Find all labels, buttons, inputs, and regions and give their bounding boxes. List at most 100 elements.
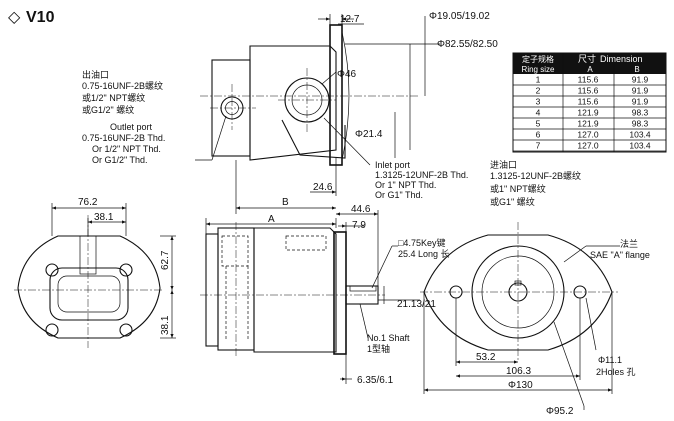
inlet-label: Inlet port 1.3125-12UNF-2B Thd. Or 1" NP… [323,117,581,207]
table-head-en: Ring size [522,65,555,74]
table-col-a: A [587,65,593,74]
front-bolt-tl [45,263,59,277]
table-head-cn: 定子规格 [522,54,554,64]
title-model: V10 [26,9,55,26]
table-cell-b: 103.4 [629,141,651,151]
top-view-dims: 12.7 Φ19.05/19.02 Φ82.55/82.50 Φ46 Φ21.4… [235,11,498,214]
top-view-flange-edge [341,31,350,161]
table-cell-b: 98.3 [632,108,649,118]
dim-phi-130: Φ130 [508,380,533,391]
outlet-cn-2: 或1/2" NPT螺纹 [82,92,145,103]
table-cell-b: 98.3 [632,119,649,129]
table-cell-ring: 2 [536,86,541,96]
side-view-end-cover [205,233,219,347]
front-bolt-bl [45,323,59,337]
table-cell-a: 115.6 [578,75,599,85]
side-view-key [349,285,377,292]
dim-phi-95: Φ95.2 [546,406,574,417]
table-cell-b: 91.9 [632,86,649,96]
dim-44-6: 44.6 [351,204,371,215]
table-cell-ring: 6 [536,130,541,140]
table-head-dim-en: Dimension [600,54,643,64]
table-cell-a: 121.9 [577,108,599,118]
dim-phi-46: Φ46 [337,69,357,80]
side-view [200,222,385,356]
table-head-dim-cn: 尺寸 [578,53,596,64]
table-cell-ring: 7 [536,141,541,151]
dim-7-9: 7.9 [352,220,366,231]
table-cell-b: 103.4 [629,130,651,140]
outlet-label: 出油口 0.75-16UNF-2B螺纹 或1/2" NPT螺纹 或G1/2" 螺… [82,69,227,165]
table-cell-ring: 5 [536,119,541,129]
dim-phi-82: Φ82.55/82.50 [437,39,498,50]
dim-phi-19: Φ19.05/19.02 [429,11,490,22]
outlet-cn: 出油口 [82,69,109,80]
key-label-1: □4.75Key键 [398,237,445,248]
outlet-cn-3: 或G1/2" 螺纹 [82,104,134,115]
inlet-cn-2: 或1" NPT螺纹 [490,183,546,194]
table-cell-ring: 1 [536,75,541,85]
inlet-cn-1: 1.3125-12UNF-2B螺纹 [490,170,581,181]
front-view-body [17,235,161,339]
table-cell-ring: 3 [536,97,541,107]
front-bolt-tr [119,263,133,277]
dim-6-35: 6.35/6.1 [357,375,394,386]
table-cell-ring: 4 [536,108,541,118]
title: ◇ V10 [8,9,55,26]
dim-53-2: 53.2 [476,352,496,363]
table-cell-a: 115.6 [578,97,599,107]
dim-12-7: 12.7 [340,14,360,25]
flange-view-dims: 法兰 SAE "A" flange 53.2 106.3 Φ130 Φ11.1 … [423,238,650,417]
dim-A: A [268,214,275,225]
holes-label-2: 2Holes 孔 [596,367,636,377]
holes-label-1: Φ11.1 [598,355,622,365]
table-cell-a: 115.6 [578,86,599,96]
inlet-port [278,68,336,132]
title-symbol: ◇ [8,9,21,26]
inlet-en: Inlet port [375,160,411,170]
key-label-2: 25.4 Long 长 [398,248,450,259]
table-col-b: B [634,65,639,74]
inlet-cn: 进油口 [490,159,517,170]
dim-62-7: 62.7 [160,250,171,270]
ring-size-table: 定子规格 Ring size 尺寸 Dimension A B 1 115.6 91… [512,52,667,153]
dim-phi-21-4: Φ21.4 [355,129,383,140]
shaft-label-2: 1型轴 [367,343,390,354]
inlet-en-1: 1.3125-12UNF-2B Thd. [375,170,468,180]
inlet-en-2: Or 1" NPT Thd. [375,180,436,190]
outlet-port [210,84,256,130]
front-view [14,215,164,348]
table-cell-a: 127.0 [577,130,599,140]
top-view [200,24,420,166]
top-view-taper [281,119,346,159]
flange-outline [423,234,613,351]
side-view-body [253,227,337,353]
table-cell-a: 127.0 [577,141,599,151]
dim-38-1-side: 38.1 [160,315,171,335]
dim-76-2: 76.2 [78,197,98,208]
dim-B: B [282,197,289,208]
flange-view [420,222,618,360]
outlet-en-3: Or G1/2" Thd. [92,155,148,165]
flange-en: SAE "A" flange [590,250,650,260]
front-view-outlet-pad [49,267,129,321]
side-view-dims: A 44.6 7.9 □4.75Key键 25.4 Long 长 21.13/2… [205,204,450,386]
shaft-label-1: No.1 Shaft [367,333,410,343]
front-bolt-br [119,323,133,337]
table-header [513,53,666,74]
front-view-dims: 76.2 38.1 62.7 38.1 [51,197,176,339]
outlet-en: Outlet port [110,122,153,132]
top-view-housing [249,45,337,161]
dim-21-13: 21.13/21 [397,299,436,310]
outlet-cn-1: 0.75-16UNF-2B螺纹 [82,80,163,91]
table-cell-a: 121.9 [577,119,599,129]
dim-24-6: 24.6 [313,182,333,193]
inlet-cn-3: 或G1" 螺纹 [490,196,535,207]
dim-106-3: 106.3 [506,366,531,377]
outlet-en-1: 0.75-16UNF-2B Thd. [82,133,165,143]
table-cell-b: 91.9 [632,75,649,85]
outlet-en-2: Or 1/2" NPT Thd. [92,144,161,154]
inlet-en-3: Or G1" Thd. [375,190,423,200]
